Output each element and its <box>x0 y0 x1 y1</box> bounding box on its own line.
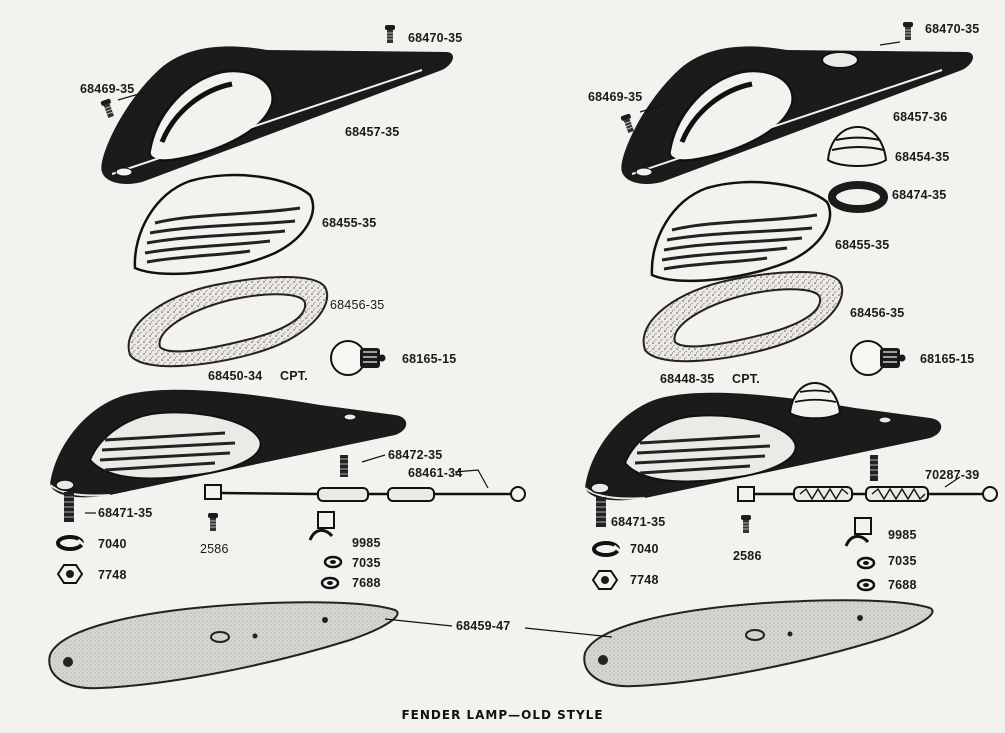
right-gasket <box>642 271 844 363</box>
left-top-screw <box>384 24 396 44</box>
right-clip <box>844 517 872 547</box>
left-wire <box>204 484 526 502</box>
left-clip <box>308 511 335 541</box>
right-hex-nut <box>592 570 618 590</box>
left-gasket <box>127 276 329 368</box>
right-body-dome <box>788 381 842 420</box>
label-right-small-nut: 7688 <box>888 578 917 592</box>
label-right-rim: 68457-36 <box>893 110 948 124</box>
left-washer <box>323 555 343 569</box>
label-left-assembly: 68450-34 <box>208 369 263 383</box>
base-pad-leaders <box>384 618 613 638</box>
left-bulb <box>330 340 387 376</box>
label-right-assembly-note: CPT. <box>732 372 760 386</box>
left-assembly <box>48 24 526 690</box>
label-base-pad: 68459-47 <box>456 619 511 633</box>
label-right-lockwasher: 7040 <box>630 542 659 556</box>
left-hex-nut <box>57 564 83 584</box>
right-side-screw <box>619 112 637 135</box>
label-right-gasket: 68456-35 <box>850 306 905 320</box>
right-dome-gasket <box>828 181 888 213</box>
label-right-wire: 70287-39 <box>925 468 980 482</box>
right-wire <box>737 486 998 502</box>
figure-caption: FENDER LAMP—OLD STYLE <box>401 708 604 722</box>
right-base-pad <box>583 599 934 688</box>
label-left-clip: 9985 <box>352 536 381 550</box>
label-right-terminal-screw: 2586 <box>733 549 762 563</box>
label-left-nut: 7748 <box>98 568 127 582</box>
right-bulb <box>850 340 907 376</box>
label-right-dome: 68454-35 <box>895 150 950 164</box>
label-left-screw-side: 68469-35 <box>80 82 135 96</box>
left-lamp-body <box>48 388 408 499</box>
label-right-assembly: 68448-35 <box>660 372 715 386</box>
label-right-lens: 68455-35 <box>835 238 890 252</box>
left-bolt <box>64 492 74 522</box>
label-left-bulb: 68165-15 <box>402 352 457 366</box>
label-right-bulb: 68165-15 <box>920 352 975 366</box>
right-stud <box>870 455 878 481</box>
label-right-screw-side: 68469-35 <box>588 90 643 104</box>
right-assembly <box>583 21 998 688</box>
right-lamp-body <box>583 391 943 502</box>
label-left-washer: 7035 <box>352 556 381 570</box>
left-lens <box>133 173 315 276</box>
label-left-rim: 68457-35 <box>345 125 400 139</box>
label-left-gasket: 68456-35 <box>330 298 385 312</box>
label-left-assembly-note: CPT. <box>280 369 308 383</box>
right-washer <box>856 556 876 570</box>
label-right-dome-gasket: 68474-35 <box>892 188 947 202</box>
left-base-pad <box>48 601 399 690</box>
left-stud <box>340 455 348 477</box>
label-left-stud: 68472-35 <box>388 448 443 462</box>
label-right-washer: 7035 <box>888 554 917 568</box>
right-lens <box>650 180 832 283</box>
label-left-small-nut: 7688 <box>352 576 381 590</box>
label-left-lens: 68455-35 <box>322 216 377 230</box>
label-right-screw-top: 68470-35 <box>925 22 980 36</box>
label-left-terminal-screw: 2586 <box>200 542 229 556</box>
left-lockwasher <box>56 535 86 551</box>
right-small-nut <box>856 578 876 592</box>
label-left-lockwasher: 7040 <box>98 537 127 551</box>
label-left-wire: 68461-34 <box>408 466 463 480</box>
label-left-bolt: 68471-35 <box>98 506 153 520</box>
right-bolt <box>596 497 606 527</box>
right-lockwasher <box>592 541 622 557</box>
right-terminal-screw <box>740 514 752 534</box>
left-side-screw <box>99 97 117 120</box>
left-rim <box>101 46 453 184</box>
left-small-nut <box>320 576 340 590</box>
left-terminal-screw <box>207 512 219 532</box>
label-right-clip: 9985 <box>888 528 917 542</box>
label-left-screw-top: 68470-35 <box>408 31 463 45</box>
right-dome <box>826 125 888 167</box>
label-right-bolt: 68471-35 <box>611 515 666 529</box>
label-right-nut: 7748 <box>630 573 659 587</box>
right-top-screw <box>902 21 914 41</box>
right-rim-dome-hole <box>821 51 859 69</box>
